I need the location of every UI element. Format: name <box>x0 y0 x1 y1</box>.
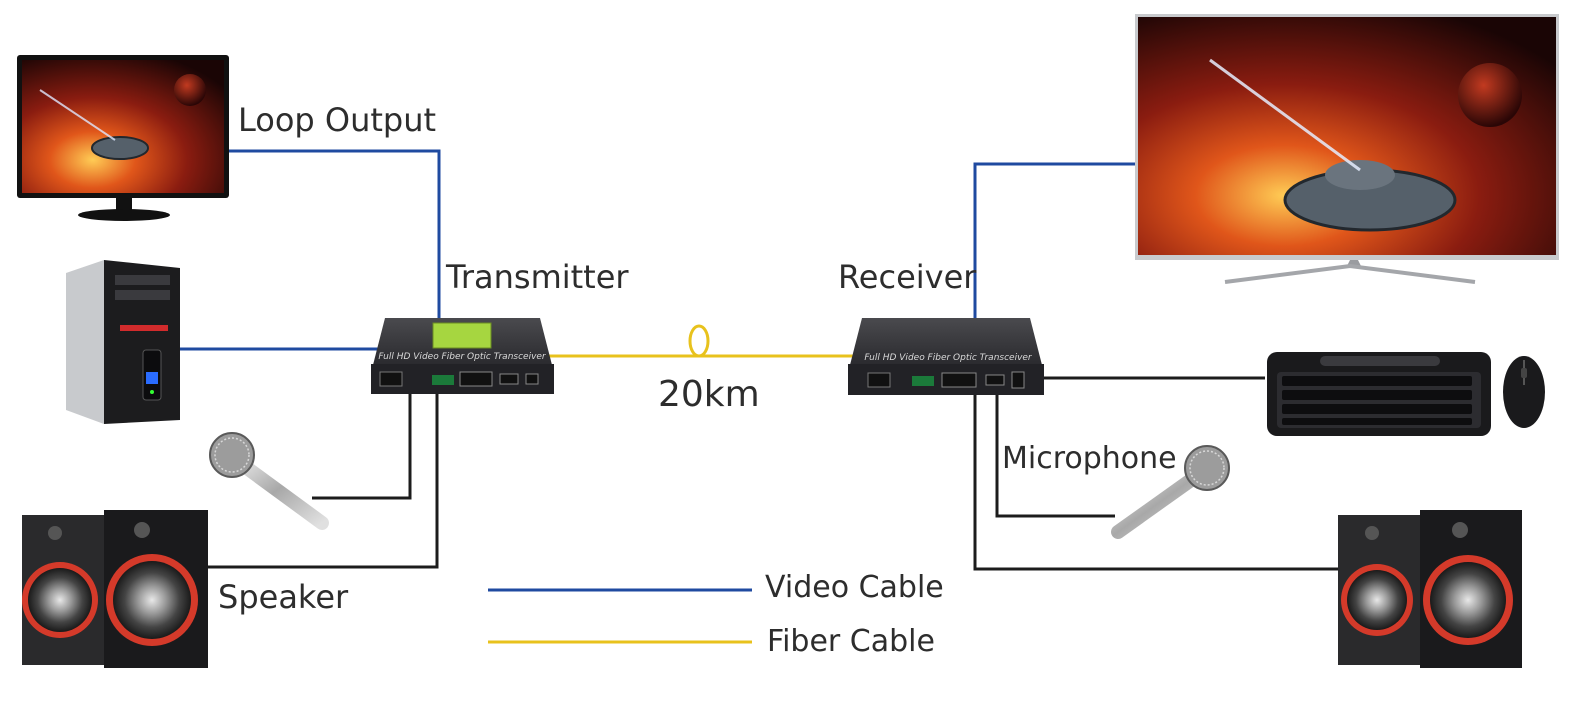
transmitter-face-text: Full HD Video Fiber Optic Transceiver <box>378 352 547 362</box>
audio-cable-tx-speaker <box>208 392 439 569</box>
audio-cable-tx-mic <box>312 392 412 500</box>
pc-tower <box>66 260 180 424</box>
mouse <box>1503 356 1545 428</box>
keyboard <box>1267 352 1491 436</box>
receiver-device: Full HD Video Fiber Optic Transceiver <box>848 318 1044 395</box>
receiver-face-text: Full HD Video Fiber Optic Transceiver <box>864 353 1033 363</box>
audio-cable-rx-speaker <box>973 395 1338 571</box>
legend-label-fiber: Fiber Cable <box>767 624 935 659</box>
microphone-left <box>209 432 329 530</box>
receiver-tv <box>1135 14 1559 284</box>
label-receiver: Receiver <box>838 258 977 296</box>
loop-output-monitor <box>17 55 229 221</box>
transmitter-device: Full HD Video Fiber Optic Transceiver <box>371 318 554 394</box>
speakers-left <box>22 510 208 668</box>
legend-label-video: Video Cable <box>765 570 944 605</box>
video-cable-tv <box>973 162 1140 318</box>
legend <box>488 588 752 644</box>
speakers-right <box>1338 510 1522 668</box>
label-transmitter: Transmitter <box>446 258 629 296</box>
audio-cable-rx-mic <box>995 395 1115 518</box>
fiber-cable-loop <box>688 324 710 358</box>
label-distance: 20km <box>658 374 760 415</box>
label-loop-output: Loop Output <box>238 101 437 139</box>
microphone-right <box>1111 445 1230 539</box>
label-speaker: Speaker <box>218 578 349 616</box>
cables <box>180 149 1338 571</box>
label-microphone: Microphone <box>1002 441 1177 476</box>
video-cable-loop-output <box>228 149 441 318</box>
